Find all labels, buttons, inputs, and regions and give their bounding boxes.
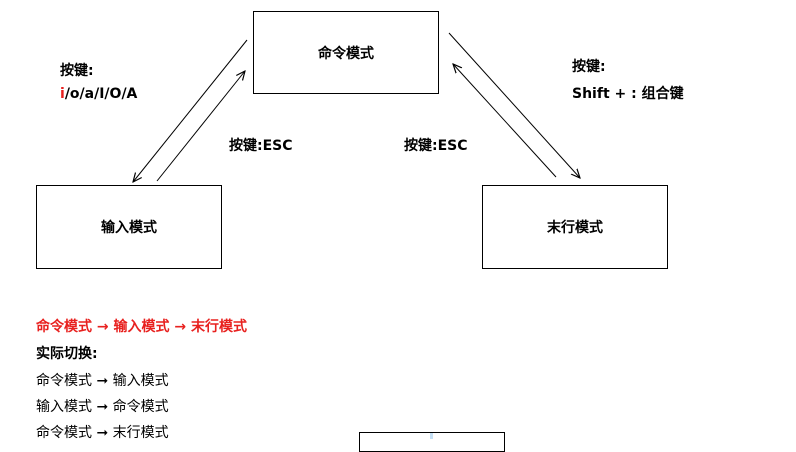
esc-label-right: 按键:ESC <box>404 138 468 154</box>
command-mode-label: 命令模式 <box>318 45 374 62</box>
right-key-combo: Shift + : 组合键 <box>572 86 684 102</box>
arrow-lastline-to-command <box>453 64 557 178</box>
left-key-label: 按键: <box>60 63 94 79</box>
switch-line-1: 命令模式 ➞ 输入模式 <box>36 373 169 389</box>
left-key-rest: /o/a/I/O/A <box>64 86 138 102</box>
command-mode-box: 命令模式 <box>253 11 439 94</box>
switch-heading: 实际切换: <box>36 346 98 362</box>
last-line-mode-box: 末行模式 <box>482 185 668 269</box>
switch-line-3: 命令模式 ➞ 末行模式 <box>36 425 169 441</box>
text-cursor <box>430 433 433 439</box>
esc-label-left: 按键:ESC <box>229 138 293 154</box>
left-key-values: i/o/a/I/O/A <box>60 86 137 102</box>
right-key-label: 按键: <box>572 59 606 75</box>
insert-mode-box: 输入模式 <box>36 185 222 269</box>
switch-line-2: 输入模式 ➞ 命令模式 <box>36 399 169 415</box>
last-line-mode-label: 末行模式 <box>547 220 603 236</box>
arrow-command-to-insert <box>133 39 248 182</box>
mode-flow-line: 命令模式 → 输入模式 → 末行模式 <box>36 319 247 335</box>
arrow-insert-to-command <box>156 71 245 182</box>
arrow-command-to-lastline <box>448 32 580 178</box>
left-key-first-char: i <box>60 86 65 102</box>
insert-mode-label: 输入模式 <box>101 220 157 236</box>
